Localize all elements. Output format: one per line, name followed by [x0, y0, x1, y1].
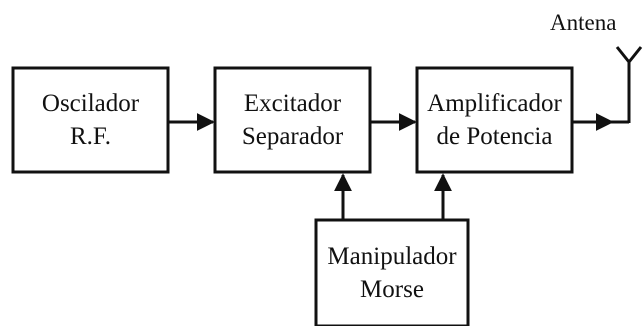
- excitador-label: Excitador Separador: [215, 68, 370, 172]
- amplificador-block: [415, 66, 574, 174]
- antenna-icon: [612, 46, 643, 124]
- amplificador-line1: Amplificador: [427, 90, 562, 117]
- excitador-line1: Excitador: [243, 90, 342, 117]
- manipulador-label: Manipulador Morse: [316, 220, 468, 326]
- excitador-line2: Separador: [241, 123, 344, 150]
- oscilador-block: [11, 66, 170, 174]
- oscilador-line2: R.F.: [69, 123, 112, 150]
- excitador-block: [213, 66, 372, 174]
- oscilador-label: Oscilador R.F.: [13, 68, 168, 172]
- antenna-label: Antena: [550, 10, 617, 35]
- amplificador-label: Amplificador de Potencia: [417, 68, 572, 172]
- oscilador-line1: Oscilador: [41, 90, 140, 117]
- manipulador-line2: Morse: [360, 276, 424, 303]
- amplificador-line2: de Potencia: [436, 123, 553, 150]
- manipulador-block: [314, 218, 470, 326]
- manipulador-line1: Manipulador: [327, 243, 457, 270]
